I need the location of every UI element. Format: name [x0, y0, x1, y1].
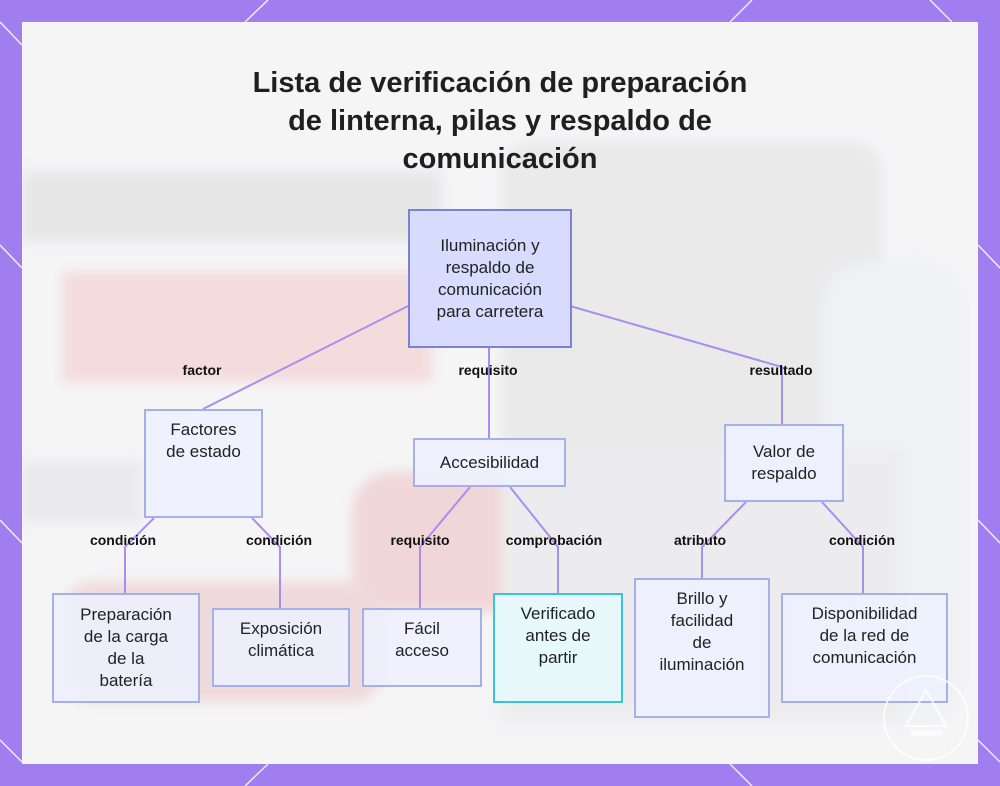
- edge-label-requisito-1: requisito: [458, 362, 518, 378]
- node-exposicion-line: Exposición: [239, 619, 323, 638]
- node-preparacion-line: batería: [99, 671, 153, 690]
- edge-condicion-1: [124, 517, 155, 593]
- node-verificado: Verificado antes de partir: [493, 593, 623, 703]
- node-disponibilidad-line: Disponibilidad: [811, 604, 918, 623]
- node-disponibilidad-line: comunicación: [812, 648, 917, 667]
- node-accesibilidad-line: Accesibilidad: [439, 452, 540, 472]
- watermark-logo-icon: [883, 675, 969, 761]
- edge-label-factor: factor: [182, 362, 222, 378]
- node-brillo: Brillo y facilidad de iluminación: [634, 578, 770, 718]
- node-preparacion-line: de la: [107, 649, 145, 668]
- node-exposicion: Exposición climática: [212, 608, 350, 687]
- node-brillo-line: iluminación: [659, 655, 745, 674]
- node-factores-line: Factores: [170, 420, 237, 439]
- title-line-1: Lista de verificación de preparación: [252, 67, 748, 99]
- node-root-line: respaldo de: [445, 257, 535, 277]
- edge-condicion-3: [821, 501, 864, 593]
- node-verificado-line: partir: [538, 648, 578, 667]
- node-facil-line: Fácil: [404, 619, 440, 638]
- edge-label-comprobacion: comprobación: [505, 532, 603, 548]
- edge-requisito-2: [419, 486, 471, 608]
- edge-comprobacion: [509, 486, 559, 593]
- edge-label-requisito-2: requisito: [390, 532, 450, 548]
- node-root-line: comunicación: [438, 279, 542, 299]
- node-facil-line: acceso: [395, 641, 449, 660]
- node-verificado-line: Verificado: [520, 604, 596, 623]
- node-factores: Factores de estado: [144, 409, 263, 518]
- node-brillo-line: facilidad: [670, 611, 734, 630]
- node-preparacion-line: Preparación: [80, 605, 172, 624]
- node-accesibilidad: Accesibilidad: [413, 438, 566, 487]
- edge-label-condicion-2: condición: [245, 532, 313, 548]
- node-exposicion-line: climática: [247, 641, 315, 660]
- node-preparacion-line: de la carga: [83, 627, 169, 646]
- edge-label-atributo: atributo: [673, 532, 727, 548]
- node-verificado-line: antes de: [525, 626, 591, 645]
- node-valor-line: respaldo: [751, 464, 817, 483]
- node-preparacion: Preparación de la carga de la batería: [52, 593, 200, 703]
- edge-label-resultado: resultado: [749, 362, 813, 378]
- node-brillo-line: de: [692, 633, 712, 652]
- title-line-3: comunicación: [402, 143, 598, 175]
- node-root-line: para carretera: [436, 301, 544, 321]
- node-brillo-line: Brillo y: [676, 589, 728, 608]
- edge-condicion-2: [251, 517, 281, 608]
- edge-factor: [202, 305, 409, 410]
- node-disponibilidad: Disponibilidad de la red de comunicación: [781, 593, 948, 703]
- node-root: Iluminación y respaldo de comunicación p…: [408, 209, 572, 348]
- edge-label-condicion-1: condición: [89, 532, 157, 548]
- edge-resultado: [569, 305, 783, 424]
- title-line-2: de linterna, pilas y respaldo de: [288, 105, 712, 137]
- edge-label-condicion-3: condición: [828, 532, 896, 548]
- diagram-card: Lista de verificación de preparación de …: [22, 22, 978, 764]
- node-facil: Fácil acceso: [362, 608, 482, 687]
- page-title: Lista de verificación de preparación de …: [200, 64, 800, 178]
- diagram-edges: [124, 305, 864, 608]
- edge-atributo: [701, 501, 747, 578]
- node-disponibilidad-line: de la red de: [819, 626, 910, 645]
- node-valor-line: Valor de: [752, 442, 816, 461]
- node-valor: Valor de respaldo: [724, 424, 844, 502]
- node-factores-line: de estado: [166, 442, 241, 461]
- node-root-line: Iluminación y: [440, 235, 540, 255]
